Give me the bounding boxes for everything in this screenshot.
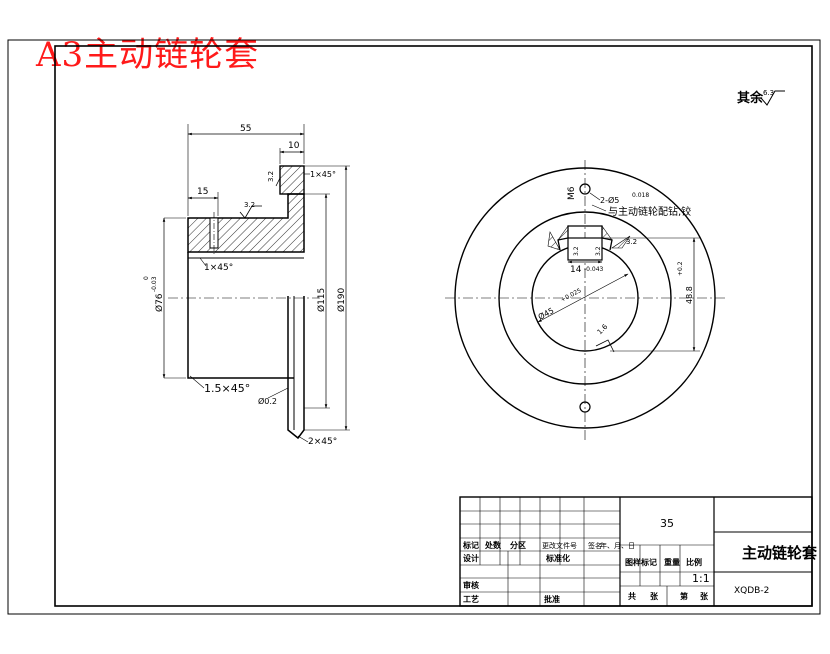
svg-text:14: 14: [570, 265, 582, 275]
svg-text:3.2: 3.2: [244, 201, 255, 209]
svg-text:-0.03: -0.03: [151, 276, 158, 292]
svg-text:张: 张: [700, 592, 709, 601]
svg-text:15: 15: [197, 187, 208, 197]
svg-text:1:1: 1:1: [692, 572, 710, 585]
svg-text:主动链轮套: 主动链轮套: [742, 544, 818, 562]
svg-text:图样标记: 图样标记: [625, 557, 657, 567]
svg-text:55: 55: [240, 124, 251, 134]
svg-text:标记: 标记: [462, 540, 479, 550]
svg-text:第: 第: [680, 591, 688, 601]
svg-text:签名: 签名: [588, 541, 602, 550]
svg-text:0.018: 0.018: [632, 192, 649, 199]
svg-text:XQDB-2: XQDB-2: [734, 586, 769, 596]
svg-text:3.2: 3.2: [573, 246, 580, 256]
outer-frame: [7, 39, 821, 615]
keyway: [567, 237, 603, 261]
pin-hole-bottom: [579, 401, 591, 413]
svg-text:1.5×45°: 1.5×45°: [204, 382, 250, 395]
general-roughness-note: 其余 6.3: [737, 89, 785, 106]
svg-text:标准化: 标准化: [545, 553, 570, 563]
svg-text:2-Ø5: 2-Ø5: [600, 195, 619, 205]
svg-text:10: 10: [288, 141, 300, 151]
pin-hole-top: [579, 183, 591, 195]
svg-text:重量: 重量: [664, 557, 680, 567]
side-section-view: 55 10 15 3.2 3.2 1×45° 1×45° Ø76 0 -0.03…: [143, 124, 350, 447]
svg-text:比例: 比例: [686, 557, 702, 567]
svg-text:与主动链轮配钻,铰: 与主动链轮配钻,铰: [608, 205, 691, 218]
svg-text:3.2: 3.2: [626, 238, 637, 246]
svg-text:-0.043: -0.043: [584, 266, 604, 273]
front-view: M6 2-Ø5 0.018 与主动链轮配钻,铰 3.2 3.2 3.2 14 -…: [445, 160, 725, 440]
svg-text:M6: M6: [567, 186, 577, 200]
svg-text:张: 张: [650, 592, 659, 601]
svg-text:3.2: 3.2: [595, 246, 602, 256]
svg-text:2×45°: 2×45°: [308, 437, 337, 447]
svg-text:35: 35: [660, 517, 674, 530]
svg-text:Ø76: Ø76: [154, 293, 165, 312]
svg-text:工艺: 工艺: [463, 594, 479, 604]
svg-text:1×45°: 1×45°: [310, 170, 336, 179]
inner-frame: [54, 45, 813, 607]
svg-text:6.3: 6.3: [763, 89, 774, 97]
svg-text:批准: 批准: [544, 594, 560, 604]
svg-text:1.6: 1.6: [596, 322, 610, 336]
svg-text:+0.2: +0.2: [677, 261, 684, 276]
svg-text:1×45°: 1×45°: [204, 263, 233, 273]
svg-text:处数: 处数: [484, 540, 502, 550]
svg-text:Ø45: Ø45: [536, 305, 555, 322]
svg-text:48.8: 48.8: [685, 286, 694, 304]
svg-text:设计: 设计: [463, 553, 479, 563]
svg-text:共: 共: [628, 591, 636, 601]
svg-text:更改文件号: 更改文件号: [542, 541, 577, 550]
drawing-red-title: A3主动链轮套: [36, 35, 260, 75]
svg-text:分区: 分区: [510, 540, 526, 550]
svg-text:+0.025: +0.025: [560, 287, 583, 304]
svg-text:其余: 其余: [737, 90, 764, 106]
svg-text:Ø0.2: Ø0.2: [258, 396, 277, 406]
svg-text:Ø190: Ø190: [336, 287, 347, 312]
hatched-flange-top: [279, 165, 305, 195]
pin-hole-section: [209, 217, 219, 249]
svg-text:0: 0: [143, 276, 150, 280]
title-block: 35 主动链轮套 XQDB-2 1:1 标记 处数 分区 更改文件号 签名 年、…: [459, 496, 818, 607]
svg-text:Ø115: Ø115: [316, 288, 327, 312]
svg-text:3.2: 3.2: [267, 171, 275, 182]
svg-text:年、月、日: 年、月、日: [600, 541, 635, 550]
svg-text:审核: 审核: [463, 580, 479, 590]
